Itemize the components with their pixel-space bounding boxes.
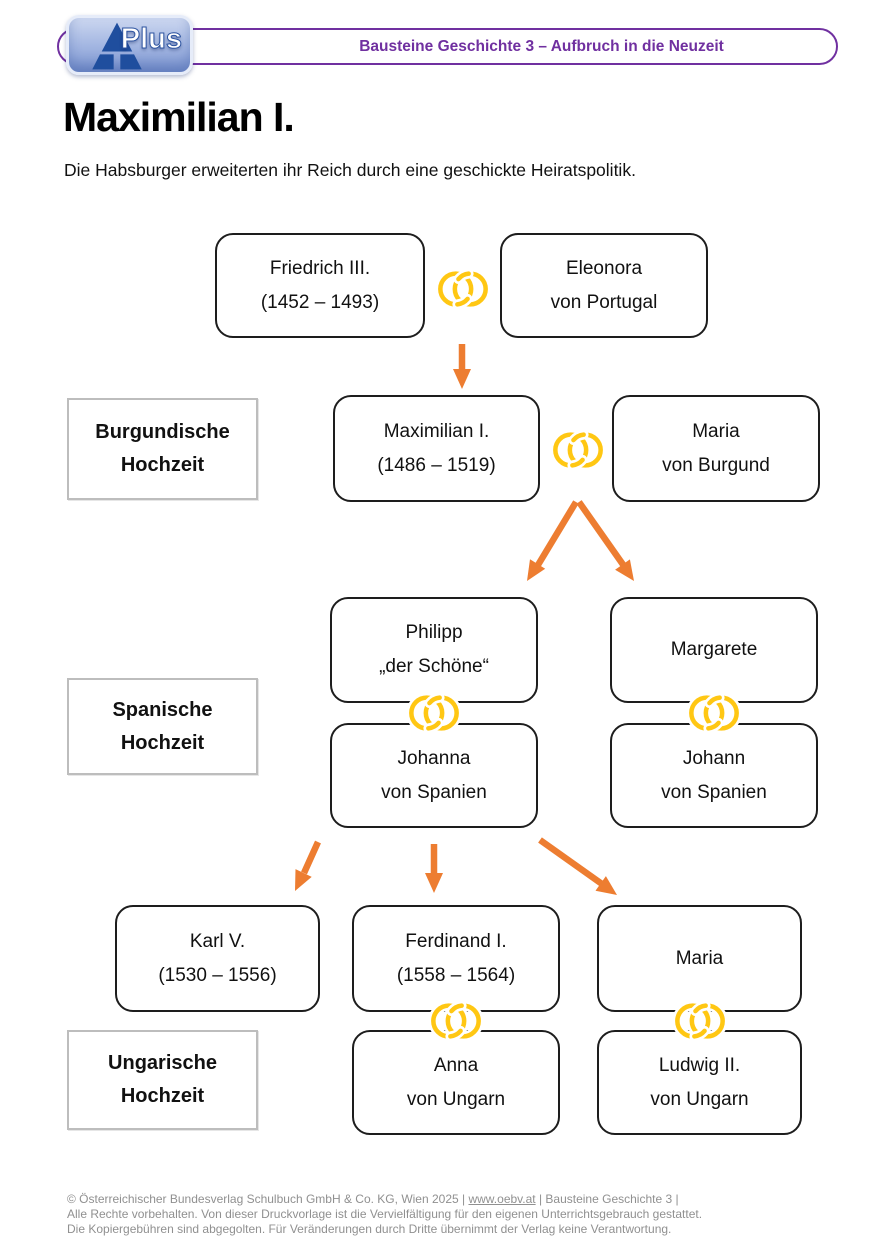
person-box-ferdinand-i: Ferdinand I. (1558 – 1564) — [352, 905, 560, 1012]
page-subtitle: Die Habsburger erweiterten ihr Reich dur… — [64, 160, 636, 180]
person-box-eleonora: Eleonora von Portugal — [500, 233, 708, 338]
descent-arrow-icon — [527, 500, 579, 581]
descent-arrow-icon — [425, 844, 443, 893]
banner-title: Bausteine Geschichte 3 – Aufbruch in die… — [359, 38, 724, 55]
person-detail: von Portugal — [550, 291, 658, 313]
person-name: Maria — [675, 947, 724, 969]
wedding-rings-icon — [405, 690, 463, 736]
wedding-rings-icon — [434, 266, 492, 312]
person-box-friedrich-iii: Friedrich III. (1452 – 1493) — [215, 233, 425, 338]
person-box-maximilian-i: Maximilian I. (1486 – 1519) — [333, 395, 540, 502]
person-name: Anna — [433, 1054, 479, 1076]
person-detail: von Ungarn — [650, 1088, 749, 1110]
person-box-ludwig-ii: Ludwig II. von Ungarn — [597, 1030, 802, 1135]
person-name: Eleonora — [565, 257, 643, 279]
descent-arrow-icon — [453, 344, 471, 389]
label-burgundische-hochzeit: Burgundische Hochzeit — [67, 398, 258, 500]
oebv-triangle-icon — [92, 22, 142, 70]
person-box-johann: Johann von Spanien — [610, 723, 818, 828]
person-box-maria: Maria — [597, 905, 802, 1012]
label-line: Ungarische — [108, 1052, 217, 1074]
wedding-rings-icon — [549, 427, 607, 473]
oebv-link[interactable]: www.oebv.at — [468, 1192, 536, 1206]
person-name: Ludwig II. — [658, 1054, 741, 1076]
descent-arrow-icon — [295, 840, 321, 891]
person-name: Johann — [682, 747, 746, 769]
copyright-footer: © Österreichischer Bundesverlag Schulbuc… — [67, 1192, 827, 1237]
person-detail: (1530 – 1556) — [158, 964, 277, 986]
person-detail: (1558 – 1564) — [396, 964, 516, 986]
descent-arrow-icon — [576, 500, 634, 581]
wedding-rings-icon — [685, 690, 743, 736]
person-detail: „der Schöne“ — [379, 656, 489, 677]
label-line: Hochzeit — [120, 731, 205, 754]
descent-arrow-icon — [538, 837, 617, 895]
page-title: Maximilian I. — [63, 94, 295, 140]
person-box-johanna: Johanna von Spanien — [330, 723, 538, 828]
person-name: Johanna — [397, 747, 471, 769]
footer-copyright-text: © Österreichischer Bundesverlag Schulbuc… — [67, 1192, 469, 1206]
footer-line-1: © Österreichischer Bundesverlag Schulbuc… — [67, 1192, 827, 1207]
person-name: Maximilian I. — [383, 420, 490, 442]
person-box-maria-von-burgund: Maria von Burgund — [612, 395, 820, 502]
oebv-plus-logo: Plus — [66, 15, 193, 75]
person-name: Karl V. — [189, 930, 246, 952]
person-detail: von Ungarn — [406, 1088, 506, 1110]
person-detail: von Spanien — [661, 781, 767, 803]
logo-plus-label: Plus — [120, 23, 182, 56]
label-line: Hochzeit — [120, 454, 205, 476]
person-name: Margarete — [670, 639, 758, 660]
label-ungarische-hochzeit: Ungarische Hochzeit — [67, 1030, 258, 1130]
person-box-anna: Anna von Ungarn — [352, 1030, 560, 1135]
person-detail: von Burgund — [662, 454, 770, 476]
footer-series-text: | Bausteine Geschichte 3 | — [535, 1192, 679, 1206]
person-detail: (1486 – 1519) — [377, 454, 496, 476]
label-line: Hochzeit — [120, 1085, 205, 1107]
label-line: Burgundische — [95, 421, 230, 443]
wedding-rings-icon — [427, 998, 485, 1044]
person-box-karl-v: Karl V. (1530 – 1556) — [115, 905, 320, 1012]
wedding-rings-icon — [671, 998, 729, 1044]
person-detail: (1452 – 1493) — [260, 291, 380, 313]
label-line: Spanische — [112, 698, 213, 721]
person-name: Maria — [692, 420, 740, 442]
person-detail: von Spanien — [381, 781, 487, 803]
footer-line-3: Die Kopiergebühren sind abgegolten. Für … — [67, 1222, 672, 1236]
person-name: Friedrich III. — [269, 257, 371, 279]
footer-line-2: Alle Rechte vorbehalten. Von dieser Druc… — [67, 1207, 703, 1221]
person-box-margarete: Margarete — [610, 597, 818, 703]
person-box-philipp: Philipp „der Schöne“ — [330, 597, 538, 703]
person-name: Ferdinand I. — [405, 930, 507, 952]
label-spanische-hochzeit: Spanische Hochzeit — [67, 678, 258, 775]
person-name: Philipp — [405, 622, 463, 643]
